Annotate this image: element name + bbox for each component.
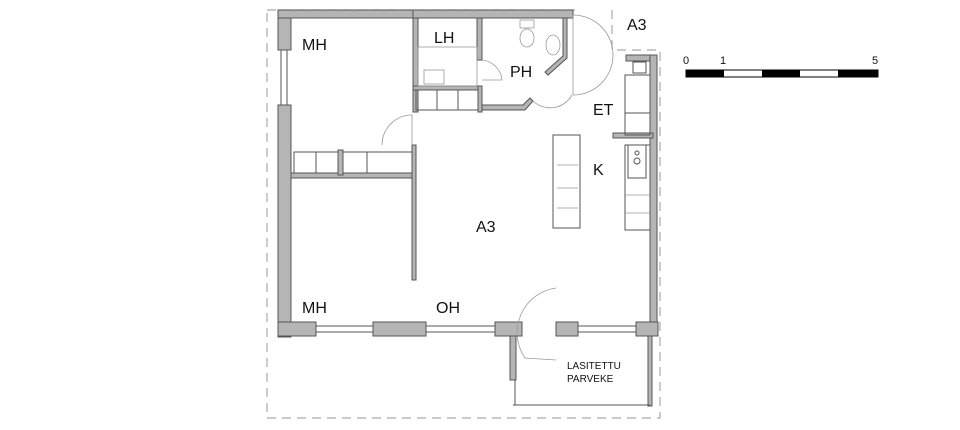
scale-bar: 0 1 5 <box>683 55 879 78</box>
fixtures <box>293 19 651 231</box>
room-label-a3: A3 <box>476 219 496 236</box>
toilet-icon <box>519 28 535 48</box>
room-label-oh: OH <box>436 300 460 317</box>
room-label-et: ET <box>593 102 614 119</box>
outer-walls <box>277 9 659 338</box>
kitchen-sink-icon <box>627 144 647 179</box>
interior-walls <box>290 17 654 407</box>
room-label-mh-bottom: MH <box>302 300 327 317</box>
room-label-k: K <box>593 162 604 179</box>
balcony-label-line2: PARVEKE <box>567 374 614 385</box>
scale-label-0: 0 <box>683 55 689 67</box>
room-label-lh: LH <box>434 30 454 47</box>
scale-label-1: 1 <box>720 55 726 67</box>
unit-label-corner: A3 <box>627 17 647 34</box>
balcony-label-line1: LASITETTU <box>567 361 621 372</box>
room-label-ph: PH <box>510 64 532 81</box>
balcony <box>513 380 650 406</box>
unit-boundary <box>266 9 661 419</box>
sink-icon <box>545 34 561 56</box>
room-label-mh-top: MH <box>302 37 327 54</box>
door-swings <box>381 14 614 361</box>
scale-label-5: 5 <box>872 55 878 67</box>
